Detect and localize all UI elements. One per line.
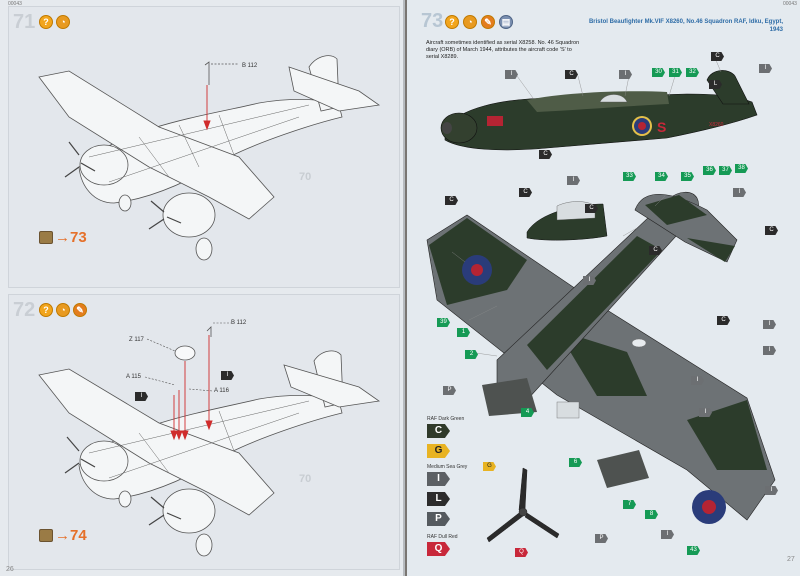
legend-label: RAF Dull Red [427, 534, 458, 540]
ghost-step-number: 70 [299, 171, 312, 183]
color-callout-q: Q [515, 548, 528, 557]
color-callout-i: I [763, 320, 776, 329]
color-callout-p: P [595, 534, 608, 543]
decal-callout: 43 [687, 546, 700, 555]
color-callout-i: I [567, 176, 580, 185]
step-71-aircraft-drawing [38, 55, 381, 261]
legend-label: RAF Dark Green [427, 416, 465, 422]
step-72-aircraft-drawing [38, 322, 381, 557]
decal-callout: 32 [686, 68, 699, 77]
color-callout-i: I [583, 276, 596, 285]
color-callout-p: P [443, 386, 456, 395]
decal-callout: 2 [465, 350, 478, 359]
decal-callout: 6 [569, 458, 582, 467]
part-ref-b112: B 112 [242, 63, 258, 69]
decal-callout: 7 [623, 500, 636, 509]
decal-callout: 4 [521, 408, 534, 417]
color-callout-c: C [565, 70, 578, 79]
fuselage-code: S [657, 119, 666, 135]
legend-swatch-p: P [427, 512, 450, 526]
side-view [440, 70, 758, 151]
color-callout-i: I [759, 64, 772, 73]
color-callout-i: I [699, 408, 712, 417]
decal-callout: 34 [655, 172, 668, 181]
color-callout-i: I [765, 486, 778, 495]
next-step-link[interactable]: →74 [55, 527, 87, 544]
color-callout-i: I [733, 188, 746, 197]
decal-callout: 8 [645, 510, 658, 519]
decal-callout: 39 [437, 318, 450, 327]
right-page: 00043 73 ? ◔ ✎ ▤ Bristol Beaufighter Mk.… [407, 0, 800, 576]
right-header-code: 00043 [783, 1, 797, 7]
decal-icon: ✎ [73, 303, 87, 317]
step-71-panel: 71 ? ◔ 70 B 112 [8, 6, 400, 288]
next-step-icon [39, 529, 53, 542]
color-callout-l: L [709, 80, 722, 89]
part-ref: Z 117 [129, 337, 144, 343]
color-callout-c: C [765, 226, 778, 235]
decal-callout: 35 [681, 172, 694, 181]
propeller [486, 467, 560, 543]
tool-icon: ▤ [499, 15, 513, 29]
part-ref: B 112 [231, 320, 247, 326]
color-callout-c: C [445, 196, 458, 205]
aircraft-title: Bristol Beaufighter Mk.VIF X8260, No.46 … [588, 19, 783, 33]
legend-swatch-c: C [427, 424, 450, 438]
decal-callout: 37 [719, 166, 732, 175]
legend-swatch-l: L [427, 492, 450, 506]
decal-callout: 31 [669, 68, 682, 77]
legend-swatch-q: Q [427, 542, 450, 556]
color-callout-c: C [711, 52, 724, 61]
color-callout: I [135, 392, 148, 401]
left-page: 00043 71 ? ◔ 70 B 112 [0, 0, 405, 576]
legend-label: Medium Sea Grey [427, 464, 468, 470]
next-step-number: 73 [70, 229, 87, 246]
decal-callout: 33 [623, 172, 636, 181]
left-header-code: 00043 [8, 1, 22, 7]
step-72-panel: 72 ? ◔ ✎ 70 Z 117 B 112 A 115 A 116 I I [8, 294, 400, 570]
decal-callout: 1 [457, 328, 470, 337]
paint-icon: ◔ [56, 303, 70, 317]
color-callout-i: I [661, 530, 674, 539]
decal-callout: 38 [735, 164, 748, 173]
serial-number: X8260 [709, 122, 724, 128]
decal-icon: ✎ [481, 15, 495, 29]
ghost-step-number: 70 [299, 473, 312, 485]
step-73-painting-diagram: S X8260 [426, 57, 776, 543]
color-callout: I [221, 371, 234, 380]
next-step-icon [39, 231, 53, 244]
page-number: 27 [787, 556, 795, 563]
color-callout-i: I [619, 70, 632, 79]
color-callout-g: G [483, 462, 496, 471]
page-number: 26 [6, 566, 14, 573]
part-ref: A 115 [126, 374, 141, 380]
color-callout-c: C [717, 316, 730, 325]
step-number: 72 [13, 299, 36, 321]
step-number: 73 [421, 10, 444, 32]
color-callout-c: C [585, 204, 598, 213]
glue-icon: ? [39, 15, 53, 29]
top-view [426, 191, 776, 524]
decal-callout: 36 [703, 166, 716, 175]
color-callout-c: C [519, 188, 532, 197]
color-callout-i: I [763, 346, 776, 355]
part-ref: A 116 [214, 388, 229, 394]
glue-icon: ? [445, 15, 459, 29]
next-step-link[interactable]: →73 [55, 229, 87, 246]
next-step-number: 74 [70, 527, 87, 544]
legend-swatch-i: I [427, 472, 450, 486]
paint-icon: ◔ [463, 15, 477, 29]
paint-icon: ◔ [56, 15, 70, 29]
color-callout-c: C [649, 246, 662, 255]
glue-icon: ? [39, 303, 53, 317]
color-callout-c: C [539, 150, 552, 159]
legend-swatch-g: G [427, 444, 450, 458]
color-callout-i: I [691, 376, 704, 385]
color-callout-i: I [505, 70, 518, 79]
aircraft-note: Aircraft sometimes identified as serial … [426, 40, 580, 60]
decal-callout: 30 [652, 68, 665, 77]
step-number: 71 [13, 11, 36, 33]
